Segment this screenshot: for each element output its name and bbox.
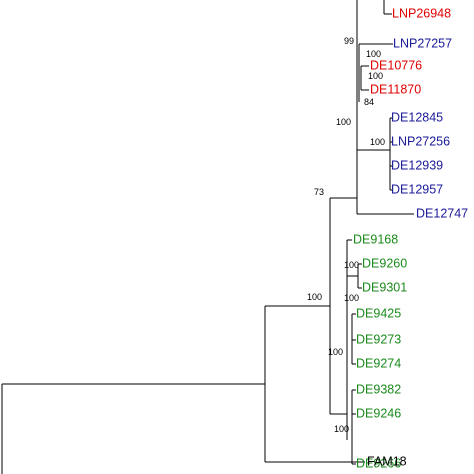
support-100-de12845: 100 <box>370 137 385 147</box>
leaf-de9425: DE9425 <box>356 306 401 320</box>
leaf-lnp27257: LNP27257 <box>393 36 452 50</box>
support-values: 99 100 100 84 100 100 73 100 100 100 100… <box>307 36 385 434</box>
support-100-de9246: 100 <box>334 424 349 434</box>
leaf-de12939: DE12939 <box>391 158 443 172</box>
leaf-de9168: DE9168 <box>353 232 398 246</box>
support-100-main: 100 <box>336 117 351 127</box>
leaf-de9301: DE9301 <box>362 280 407 294</box>
support-100-de10776: 100 <box>368 71 383 81</box>
leaf-de10776: DE10776 <box>370 58 422 72</box>
leaf-de9382: DE9382 <box>356 382 401 396</box>
branches <box>1 0 414 474</box>
support-73: 73 <box>314 187 324 197</box>
support-100-de9260: 100 <box>344 260 359 270</box>
support-100-de9301: 100 <box>344 293 359 303</box>
leaf-de12747: DE12747 <box>416 206 468 220</box>
leaf-lnp27256: LNP27256 <box>391 134 450 148</box>
leaf-de12957: DE12957 <box>391 182 443 196</box>
support-84: 84 <box>364 97 374 107</box>
leaf-lnp26948: LNP26948 <box>392 6 451 20</box>
leaf-de9246: DE9246 <box>356 406 401 420</box>
leaf-de11870: DE11870 <box>370 82 421 96</box>
leaf-de9266: DE9266 <box>356 456 401 470</box>
leaf-de9274: DE9274 <box>356 356 401 370</box>
support-99: 99 <box>344 36 354 46</box>
leaf-de12845: DE12845 <box>391 110 443 124</box>
support-100-lnp27257: 100 <box>366 49 381 59</box>
support-100-de9425: 100 <box>328 347 343 357</box>
leaf-de9273: DE9273 <box>356 332 401 346</box>
leaf-fam18: FAM18 <box>367 454 407 468</box>
leaf-de9260: DE9260 <box>362 256 407 270</box>
leaf-labels: LNP26948 LNP27257 DE10776 DE11870 DE1284… <box>353 6 468 470</box>
support-100-green: 100 <box>307 292 322 302</box>
